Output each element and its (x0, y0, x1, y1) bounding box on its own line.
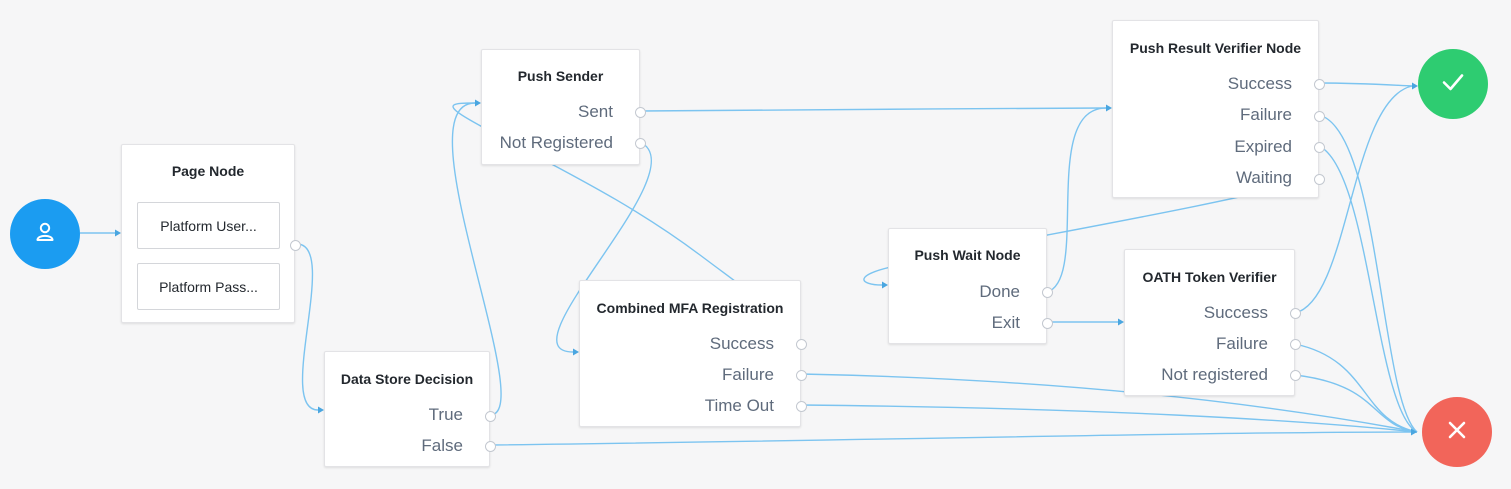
outcome-failure: Failure (1216, 334, 1268, 353)
outcome-sent: Sent (578, 102, 613, 121)
node-title: Data Store Decision (340, 371, 474, 387)
oath-token-verifier-node[interactable]: OATH Token Verifier Success Failure Not … (1124, 249, 1301, 396)
outcome-not-registered-port[interactable] (635, 138, 646, 149)
wire-true-to-push-sender (451, 102, 502, 416)
outcome-waiting: Waiting (1235, 168, 1292, 187)
push-wait-node[interactable]: Push Wait Node Done Exit (888, 228, 1053, 344)
start-node[interactable] (10, 199, 80, 269)
wire-mfa-timeout-to-failure (800, 404, 1418, 433)
page-child-platform-username[interactable]: Platform User... (137, 202, 280, 249)
outcome-done: Done (979, 282, 1020, 301)
arrow-success (1412, 82, 1418, 90)
outcome-port[interactable] (290, 240, 301, 251)
wire-not-registered-to-mfa (556, 141, 653, 353)
arrow-failure (1411, 428, 1417, 436)
outcome-sent-port[interactable] (635, 107, 646, 118)
wire-oath-success-to-success (1294, 85, 1413, 314)
outcome-time-out-port[interactable] (796, 401, 807, 412)
arrow-page (115, 229, 121, 237)
wire-pr-success-to-success (1318, 82, 1413, 87)
node-title: Page Node (171, 163, 245, 179)
outcome-failure: Failure (722, 365, 774, 384)
arrowheads (115, 82, 1418, 436)
outcome-not-registered-port[interactable] (1290, 370, 1301, 381)
arrow-data-store (318, 406, 324, 414)
outcome-not-registered: Not registered (1161, 365, 1268, 384)
wire-done-to-push-result (1046, 107, 1107, 293)
wire-mfa-failure-to-failure (800, 373, 1418, 433)
wire-page-to-data-store (296, 243, 319, 411)
outcome-true: True (428, 405, 463, 424)
outcome-false-port[interactable] (485, 441, 496, 452)
outcome-success: Success (1203, 303, 1268, 322)
outcome-not-registered: Not Registered (499, 133, 613, 152)
combined-mfa-registration-node[interactable]: Combined MFA Registration Success Failur… (579, 280, 807, 427)
page-child-platform-password[interactable]: Platform Pass... (137, 263, 280, 310)
outcome-expired: Expired (1234, 137, 1292, 156)
outcome-success-port[interactable] (796, 339, 807, 350)
arrow-push-wait (882, 281, 888, 289)
node-title: Combined MFA Registration (596, 300, 784, 316)
node-title: OATH Token Verifier (1142, 269, 1277, 285)
outcome-true-port[interactable] (485, 411, 496, 422)
outcome-success-port[interactable] (1290, 308, 1301, 319)
arrow-oath (1118, 318, 1124, 326)
outcome-expired-port[interactable] (1314, 142, 1325, 153)
wire-sent-to-push-result (639, 107, 1107, 112)
outcome-success: Success (709, 334, 774, 353)
person-icon (34, 221, 56, 248)
outcome-failure-port[interactable] (1290, 339, 1301, 350)
wire-false-to-failure (489, 431, 1418, 446)
outcome-exit: Exit (991, 313, 1020, 332)
node-title: Push Result Verifier Node (1129, 40, 1302, 56)
outcome-success-port[interactable] (1314, 79, 1325, 90)
arrow-push-sender (475, 99, 481, 107)
arrow-combined-mfa (573, 348, 579, 356)
outcome-done-port[interactable] (1042, 287, 1053, 298)
connection-wires (80, 82, 1418, 446)
outcome-waiting-port[interactable] (1314, 174, 1325, 185)
wire-pr-failure-to-failure (1318, 114, 1418, 433)
node-title: Push Sender (517, 68, 604, 84)
push-sender-node[interactable]: Push Sender Sent Not Registered (481, 49, 646, 165)
page-node[interactable]: Page Node Platform User... Platform Pass… (121, 144, 301, 323)
outcome-false: False (421, 436, 463, 455)
failure-node[interactable] (1422, 397, 1492, 467)
wire-oath-failure-to-failure (1294, 343, 1418, 433)
data-store-decision-node[interactable]: Data Store Decision True False (324, 351, 496, 467)
checkmark-icon (1440, 69, 1466, 100)
node-title: Push Wait Node (914, 247, 1021, 263)
outcome-failure: Failure (1240, 105, 1292, 124)
x-icon (1446, 419, 1468, 446)
outcome-failure-port[interactable] (1314, 111, 1325, 122)
outcome-exit-port[interactable] (1042, 318, 1053, 329)
arrow-push-result (1106, 104, 1112, 112)
outcome-failure-port[interactable] (796, 370, 807, 381)
wire-pr-expired-to-failure (1318, 145, 1418, 433)
success-node[interactable] (1418, 49, 1488, 119)
outcome-time-out: Time Out (704, 396, 774, 415)
outcome-success: Success (1227, 74, 1292, 93)
wire-oath-notreg-to-failure (1294, 374, 1418, 433)
push-result-verifier-node[interactable]: Push Result Verifier Node Success Failur… (1112, 20, 1325, 198)
